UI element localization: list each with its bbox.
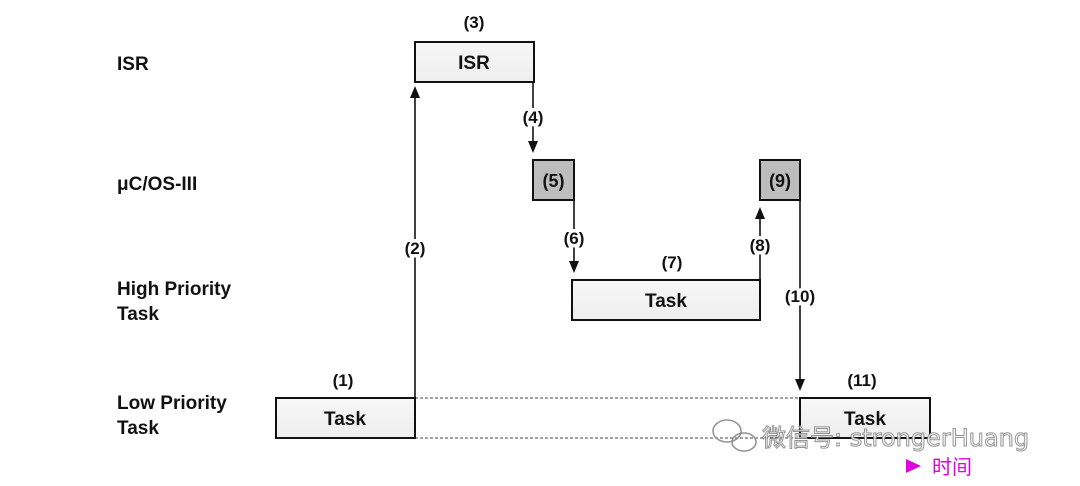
step-label-11: (11) — [847, 371, 876, 390]
step-label-2: (2) — [405, 239, 426, 258]
row-label-isr: ISR — [117, 54, 149, 75]
step-label-10: (10) — [785, 287, 815, 306]
low-priority-task-1-rect — [275, 397, 416, 439]
time-axis-label: 时间 — [932, 455, 972, 479]
isr-box-label: ISR — [458, 53, 490, 74]
row-label-os: μC/OS-III — [117, 174, 197, 195]
os-box-step9-rect — [759, 159, 801, 201]
low-priority-task-2-label: Task — [844, 409, 886, 430]
wechat-icon-bubble-large — [712, 419, 742, 443]
step-label-1: (1) — [333, 371, 354, 390]
time-axis-arrow-head — [906, 459, 921, 473]
wechat-watermark: 微信号: strongerHuang — [712, 419, 1030, 453]
row-label-low-priority-line1: Low Priority — [117, 393, 227, 414]
wechat-icon — [712, 419, 757, 452]
arrow-step8-head — [755, 207, 765, 219]
arrow-step4-head — [528, 141, 538, 153]
step-label-7: (7) — [662, 253, 683, 272]
os-box-step9-label: (9) — [769, 171, 791, 191]
os-box-step5: (5) — [532, 159, 575, 201]
os-box-step9: (9) — [759, 159, 801, 201]
row-label-high-priority-line1: High Priority — [117, 279, 231, 300]
wechat-icon-bubble-small — [731, 432, 757, 452]
step-label-3: (3) — [464, 13, 485, 32]
row-label-high-priority-line2: Task — [117, 304, 159, 325]
row-label-low-priority-line2: Task — [117, 418, 159, 439]
watermark-text: 微信号: strongerHuang — [762, 424, 1029, 452]
step-label-8: (8) — [750, 236, 771, 255]
step-label-4: (4) — [523, 108, 544, 127]
step-label-6: (6) — [564, 229, 585, 248]
low-priority-task-1-label: Task — [324, 409, 366, 430]
high-priority-task-box: Task — [571, 279, 761, 321]
low-priority-task-box-1: Task — [275, 397, 416, 439]
arrow-step10-head — [795, 379, 805, 391]
arrow-step2-head — [410, 86, 420, 98]
high-priority-task-rect — [571, 279, 761, 321]
os-box-step5-rect — [532, 159, 575, 201]
high-priority-task-label: Task — [645, 291, 687, 312]
isr-box: ISR — [414, 41, 535, 83]
low-priority-task-box-2: Task — [799, 397, 931, 439]
isr-box-rect — [414, 41, 535, 83]
os-box-step5-label: (5) — [543, 171, 565, 191]
low-priority-task-2-rect — [799, 397, 931, 439]
arrow-step6-head — [569, 261, 579, 273]
